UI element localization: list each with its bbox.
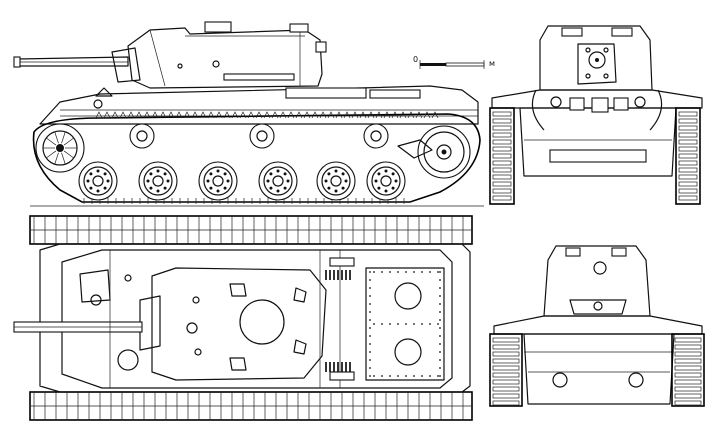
- top-track-links: [30, 216, 472, 420]
- side-gun-barrel: [13, 47, 141, 83]
- scale-bar: 0 м: [413, 55, 495, 69]
- rear-track: [489, 107, 515, 205]
- top-louvres: [325, 270, 351, 372]
- front-hull-body: [523, 333, 675, 405]
- road-wheel: [78, 161, 118, 201]
- road-wheel: [258, 161, 298, 201]
- front-turret: [543, 245, 651, 317]
- rear-track: [675, 107, 701, 205]
- road-wheel: [366, 161, 406, 201]
- front-track: [489, 333, 523, 407]
- top-hull: [39, 243, 471, 393]
- top-hull-hatch: [117, 349, 139, 371]
- road-wheel: [138, 161, 178, 201]
- top-hull-deck: [61, 249, 453, 389]
- scale-start-label: 0: [413, 55, 418, 64]
- top-engine-hatch-2: [394, 338, 422, 366]
- top-driver-hatch: [79, 269, 111, 303]
- front-gun-mantlet: [569, 299, 627, 315]
- side-road-wheels: [78, 161, 406, 201]
- top-turret-cupola: [239, 299, 285, 345]
- scale-segment-dark: [420, 63, 446, 66]
- side-turret: [127, 21, 327, 89]
- road-wheel: [316, 161, 356, 201]
- scale-unit-label: м: [489, 59, 495, 68]
- side-track-teeth: [95, 111, 439, 119]
- rear-hull-body: [519, 107, 677, 177]
- side-view: [13, 21, 484, 207]
- front-view: [489, 245, 705, 407]
- side-track: [32, 111, 481, 204]
- rear-tracks: [489, 107, 701, 205]
- side-track-bottom-links: [83, 198, 405, 204]
- rear-view: [489, 25, 703, 205]
- side-idler-wheel: [35, 123, 85, 173]
- front-tow-hook-right: [628, 372, 644, 388]
- side-drive-sprocket: [417, 125, 471, 179]
- front-tow-hook-left: [552, 372, 568, 388]
- top-engine-hatch-1: [394, 282, 422, 310]
- side-return-rollers: [129, 123, 389, 149]
- scale-segment-light: [445, 62, 485, 67]
- side-rear-bracket: [397, 139, 433, 159]
- front-hull-top: [493, 315, 703, 335]
- top-view: [13, 215, 473, 421]
- top-turret: [151, 267, 327, 381]
- front-tracks: [489, 333, 705, 407]
- top-gun-mantlet: [139, 295, 161, 351]
- rear-turret-hatch: [577, 43, 617, 85]
- top-rivets: [369, 271, 441, 377]
- top-engine-deck: [365, 267, 445, 381]
- rear-turret: [539, 25, 653, 91]
- road-wheel: [198, 161, 238, 201]
- front-track: [671, 333, 705, 407]
